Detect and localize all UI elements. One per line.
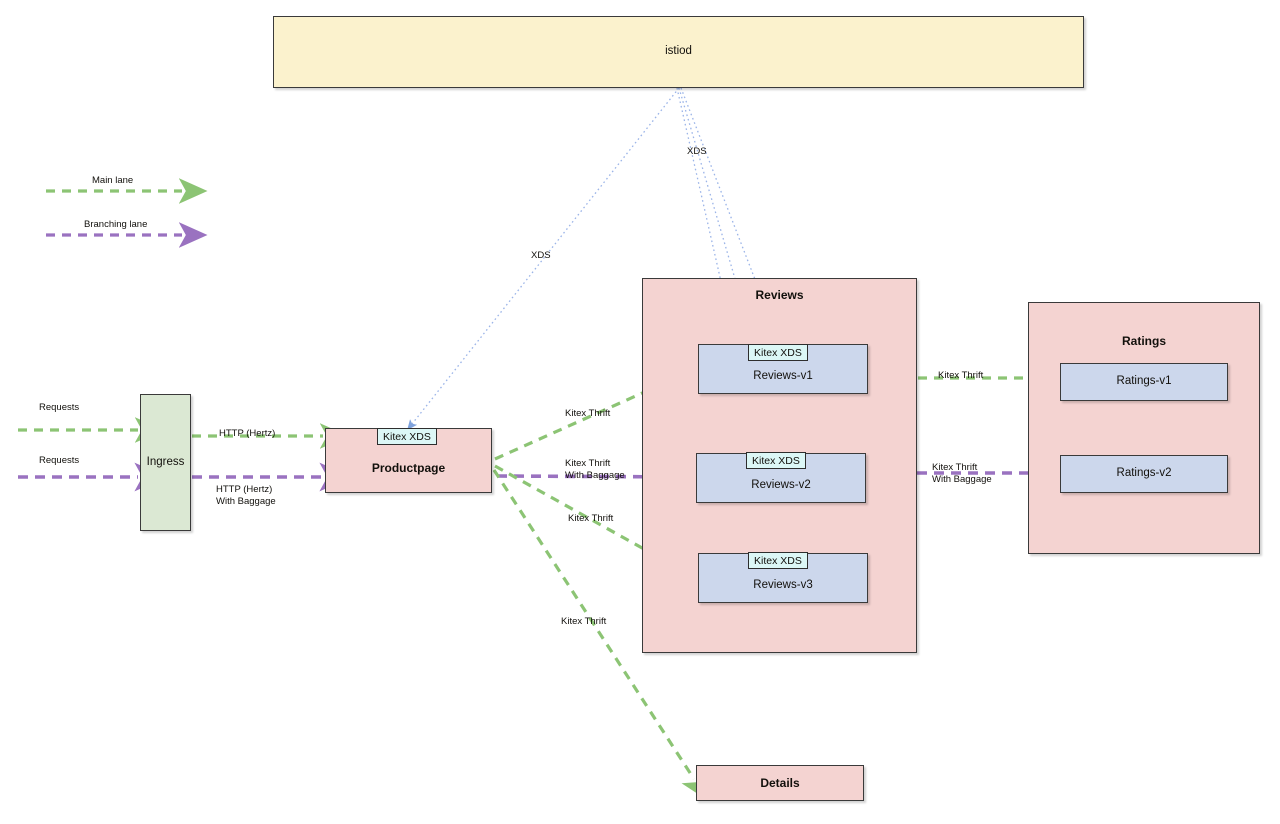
edge-label-xds-left: XDS — [531, 250, 551, 261]
legend-label-branching: Branching lane — [84, 219, 148, 230]
node-ratings-v1-label: Ratings-v1 — [1116, 375, 1172, 388]
legend-label-main: Main lane — [92, 175, 134, 186]
node-istiod[interactable]: istiod — [273, 16, 1084, 88]
edge-label-requests-branching: Requests — [39, 455, 80, 466]
node-details-label: Details — [760, 775, 800, 790]
node-reviews-v2-xds-badge-label: Kitex XDS — [752, 454, 800, 467]
edge-label-reviews-ratings-v2: Kitex Thrift With Baggage — [932, 462, 992, 485]
node-ratings-v2-label: Ratings-v2 — [1116, 467, 1172, 480]
node-details[interactable]: Details — [696, 765, 864, 801]
group-reviews-title: Reviews — [755, 288, 804, 302]
node-reviews-v3-xds-badge-label: Kitex XDS — [754, 554, 802, 567]
node-istiod-label: istiod — [665, 45, 692, 58]
node-reviews-v1-label: Reviews-v1 — [753, 369, 813, 382]
node-ratings-v2[interactable]: Ratings-v2 — [1060, 455, 1228, 493]
edge-label-productpage-reviews-v1: Kitex Thrift — [565, 408, 611, 419]
node-productpage-xds-badge-label: Kitex XDS — [383, 430, 431, 443]
node-reviews-v3-xds-badge[interactable]: Kitex XDS — [748, 552, 808, 569]
node-reviews-v1-xds-badge[interactable]: Kitex XDS — [748, 344, 808, 361]
group-ratings — [1028, 302, 1260, 554]
node-reviews-v1[interactable]: Reviews-v1 — [698, 344, 868, 394]
edge-label-reviews-ratings-v1: Kitex Thrift — [938, 370, 984, 381]
edge-label-requests-main: Requests — [39, 402, 80, 413]
node-productpage-label: Productpage — [371, 461, 446, 476]
node-ingress[interactable]: Ingress — [140, 394, 191, 531]
edge-label-productpage-reviews-v3: Kitex Thrift — [568, 513, 614, 524]
node-reviews-v2-label: Reviews-v2 — [751, 478, 811, 491]
node-reviews-v1-xds-badge-label: Kitex XDS — [754, 346, 802, 359]
group-ratings-title: Ratings — [1121, 334, 1166, 348]
edge-label-http-hertz: HTTP (Hertz) — [219, 428, 276, 439]
node-ingress-label: Ingress — [146, 455, 185, 468]
edge-label-productpage-details: Kitex Thrift — [561, 616, 607, 627]
edge-label-xds-right: XDS — [687, 146, 707, 157]
edge-label-productpage-reviews-v2: Kitex Thrift With Baggage — [565, 458, 625, 481]
node-reviews-v3-label: Reviews-v3 — [753, 578, 813, 591]
node-reviews-v2-xds-badge[interactable]: Kitex XDS — [746, 452, 806, 469]
node-productpage-xds-badge[interactable]: Kitex XDS — [377, 428, 437, 445]
edge-label-http-hertz-baggage: HTTP (Hertz) With Baggage — [216, 484, 276, 507]
node-ratings-v1[interactable]: Ratings-v1 — [1060, 363, 1228, 401]
